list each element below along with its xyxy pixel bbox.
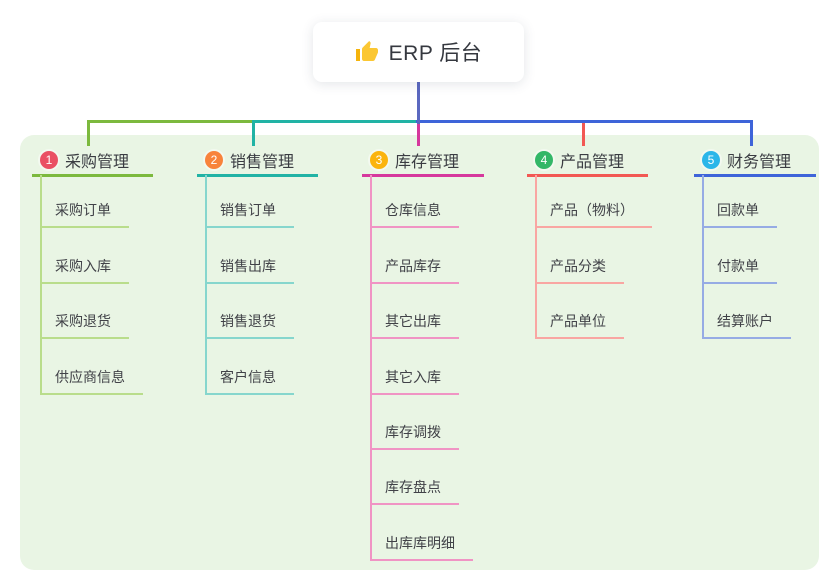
branches-background-panel: [20, 135, 819, 570]
branch-purchase: 1 采购管理 采购订单 采购入库 采购退货 供应商信息: [32, 146, 153, 395]
child-label: 采购订单: [55, 202, 111, 219]
child-node[interactable]: 采购订单: [40, 173, 129, 229]
branch-header[interactable]: 3 库存管理: [362, 146, 484, 177]
branch-label: 销售管理: [230, 154, 295, 171]
child-label: 销售订单: [220, 202, 276, 219]
root-connector-stem: [417, 82, 420, 124]
branch-label: 财务管理: [727, 154, 792, 171]
branch-children: 销售订单 销售出库 销售退货 客户信息: [205, 173, 294, 395]
child-label: 其它入库: [385, 368, 441, 385]
child-node[interactable]: 产品（物料）: [535, 173, 652, 229]
child-label: 客户信息: [220, 368, 276, 385]
connector-drop-branch4: [582, 123, 585, 146]
branch-number-badge: 1: [40, 151, 58, 169]
child-node[interactable]: 库存盘点: [370, 450, 459, 506]
child-label: 供应商信息: [55, 368, 125, 385]
child-node[interactable]: 供应商信息: [40, 339, 143, 395]
branch-header[interactable]: 4 产品管理: [527, 146, 648, 177]
child-node[interactable]: 库存调拨: [370, 395, 459, 450]
branch-trunk-line: [370, 175, 372, 561]
connector-drop-branch5: [750, 120, 753, 146]
child-label: 采购入库: [55, 257, 111, 274]
branch-children: 仓库信息 产品库存 其它出库 其它入库 库存调拨 库存盘点 出库库明细: [370, 173, 473, 561]
child-label: 出库库明细: [385, 534, 455, 551]
connector-drop-branch2: [252, 120, 255, 146]
child-node[interactable]: 回款单: [702, 173, 777, 229]
branch-children: 产品（物料） 产品分类 产品单位: [535, 173, 652, 340]
child-label: 库存盘点: [385, 479, 441, 496]
branch-number-badge: 3: [370, 151, 388, 169]
branch-header[interactable]: 2 销售管理: [197, 146, 318, 177]
child-node[interactable]: 产品库存: [370, 228, 459, 284]
branch-inventory: 3 库存管理 仓库信息 产品库存 其它出库 其它入库 库存调拨 库存盘点 出库库…: [362, 146, 484, 561]
branch-label: 产品管理: [560, 154, 625, 171]
child-node[interactable]: 客户信息: [205, 339, 294, 395]
branch-sales: 2 销售管理 销售订单 销售出库 销售退货 客户信息: [197, 146, 318, 395]
branch-children: 回款单 付款单 结算账户: [702, 173, 791, 340]
branch-number-badge: 4: [535, 151, 553, 169]
root-title: ERP 后台: [388, 42, 483, 65]
child-node[interactable]: 其它入库: [370, 339, 459, 395]
branch-trunk-line: [535, 175, 537, 339]
child-node[interactable]: 结算账户: [702, 284, 791, 340]
child-label: 采购退货: [55, 313, 111, 330]
branch-label: 采购管理: [65, 154, 130, 171]
branch-number-badge: 2: [205, 151, 223, 169]
child-node[interactable]: 采购退货: [40, 284, 129, 340]
branch-number-badge: 5: [702, 151, 720, 169]
branch-trunk-line: [702, 175, 704, 339]
branch-header[interactable]: 1 采购管理: [32, 146, 153, 177]
child-label: 销售出库: [220, 257, 276, 274]
child-label: 产品（物料）: [550, 202, 634, 219]
child-node[interactable]: 采购入库: [40, 228, 129, 284]
child-label: 其它出库: [385, 313, 441, 330]
child-label: 付款单: [717, 257, 759, 274]
root-node[interactable]: ERP 后台: [313, 22, 524, 82]
child-label: 产品单位: [550, 313, 606, 330]
child-label: 产品库存: [385, 257, 441, 274]
child-node[interactable]: 销售订单: [205, 173, 294, 229]
child-label: 销售退货: [220, 313, 276, 330]
branch-finance: 5 财务管理 回款单 付款单 结算账户: [694, 146, 816, 340]
child-label: 仓库信息: [385, 202, 441, 219]
child-node[interactable]: 仓库信息: [370, 173, 459, 229]
child-label: 回款单: [717, 202, 759, 219]
child-node[interactable]: 其它出库: [370, 284, 459, 340]
child-node[interactable]: 销售出库: [205, 228, 294, 284]
child-node[interactable]: 产品分类: [535, 228, 624, 284]
child-label: 结算账户: [717, 313, 773, 330]
child-label: 库存调拨: [385, 423, 441, 440]
child-node[interactable]: 付款单: [702, 228, 777, 284]
child-label: 产品分类: [550, 257, 606, 274]
connector-horizontal-branch5: [416, 120, 752, 123]
connector-horizontal-branch2: [252, 120, 418, 123]
connector-drop-branch1: [87, 120, 90, 146]
branch-label: 库存管理: [395, 154, 460, 171]
child-node[interactable]: 产品单位: [535, 284, 624, 340]
thumbs-up-icon: [355, 41, 378, 61]
branch-product: 4 产品管理 产品（物料） 产品分类 产品单位: [527, 146, 652, 340]
connector-horizontal-branch1: [87, 120, 253, 123]
branch-header[interactable]: 5 财务管理: [694, 146, 816, 177]
branch-trunk-line: [40, 175, 42, 395]
connector-drop-branch3: [417, 123, 420, 146]
branch-trunk-line: [205, 175, 207, 395]
branch-children: 采购订单 采购入库 采购退货 供应商信息: [40, 173, 143, 395]
child-node[interactable]: 出库库明细: [370, 505, 473, 561]
child-node[interactable]: 销售退货: [205, 284, 294, 340]
